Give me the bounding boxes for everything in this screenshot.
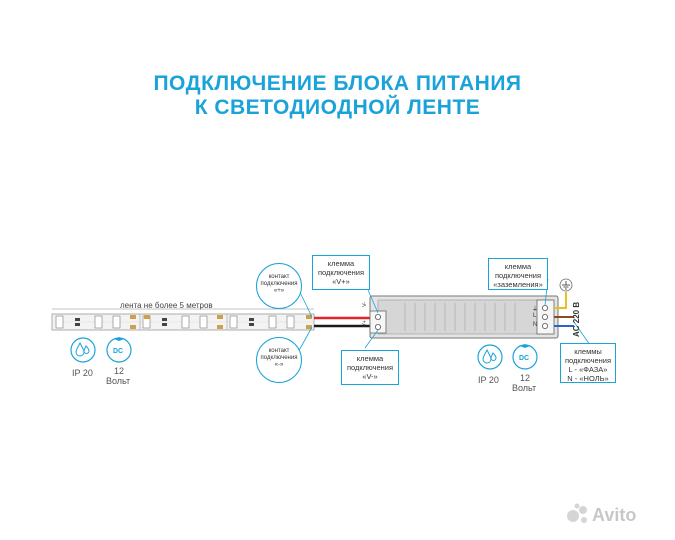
terminal-v-minus-line-2: подключения bbox=[346, 363, 394, 372]
power-supply bbox=[369, 295, 559, 339]
terminal-phase-null-callout: клеммы подключения L - «ФАЗА» N - «НОЛЬ» bbox=[560, 343, 616, 383]
contact-minus-callout: контакт подключения «-» bbox=[256, 337, 302, 383]
psu-dc-label: DC bbox=[519, 355, 530, 362]
psu-terminal-n: N bbox=[533, 322, 538, 328]
avito-logo bbox=[567, 503, 587, 523]
psu-ac-label: AC 220 В bbox=[572, 301, 581, 337]
page-title-line-2: К СВЕТОДИОДНОЙ ЛЕНТЕ bbox=[194, 96, 481, 119]
contact-minus-line-3: «-» bbox=[274, 362, 284, 368]
terminal-ground-line-3: «заземления» bbox=[493, 280, 543, 289]
strip-ip-label: IP 20 bbox=[72, 368, 93, 378]
terminal-v-minus-line-1: клемма bbox=[356, 354, 384, 363]
terminal-v-plus-callout: клемма подключения «V+» bbox=[312, 255, 370, 290]
water-drop-icon bbox=[70, 337, 96, 363]
strip-voltage-unit: Вольт bbox=[106, 376, 131, 386]
terminal-ground-line-2: подключения bbox=[494, 271, 542, 280]
contact-minus-line-2: подключения bbox=[260, 355, 298, 361]
terminal-phase-null-line-4: N - «НОЛЬ» bbox=[567, 374, 609, 383]
psu-terminal-v-plus: V+ bbox=[362, 320, 368, 327]
psu-terminal-ground: ⏚ bbox=[532, 307, 539, 313]
led-strip bbox=[51, 313, 315, 331]
terminal-ground-line-1: клемма bbox=[504, 262, 532, 271]
psu-ip-label: IP 20 bbox=[478, 375, 499, 385]
wire-ground bbox=[554, 292, 567, 309]
contact-plus-line-2: подключения bbox=[260, 281, 298, 287]
psu-terminal-v-minus: V- bbox=[362, 301, 368, 307]
terminal-phase-null-line-2: подключения bbox=[564, 356, 612, 365]
contact-plus-callout: контакт подключения «+» bbox=[256, 263, 302, 309]
psu-dc-badge-icon bbox=[512, 344, 538, 370]
strip-length-label: лента не более 5 метров bbox=[120, 301, 213, 310]
terminal-v-minus-line-3: «V-» bbox=[362, 372, 378, 381]
psu-terminal-l: L bbox=[533, 313, 537, 319]
terminal-v-minus-callout: клемма подключения «V-» bbox=[341, 350, 399, 385]
psu-water-drop-icon bbox=[477, 344, 503, 370]
terminal-v-plus-line-2: подключения bbox=[317, 268, 365, 277]
contact-plus-line-3: «+» bbox=[273, 288, 285, 294]
strip-dc-label: DC bbox=[113, 348, 124, 355]
psu-voltage-value: 12 bbox=[520, 373, 531, 383]
terminal-ground-callout: клемма подключения «заземления» bbox=[488, 258, 548, 290]
terminal-phase-null-line-3: L - «ФАЗА» bbox=[568, 365, 608, 374]
contact-minus-line-1: контакт bbox=[268, 348, 290, 354]
terminal-phase-null-line-1: клеммы bbox=[574, 347, 602, 356]
contact-plus-line-1: контакт bbox=[268, 274, 290, 280]
psu-voltage-unit: Вольт bbox=[512, 383, 537, 393]
terminal-v-plus-line-1: клемма bbox=[327, 259, 355, 268]
watermark-text: Avito bbox=[592, 505, 637, 525]
terminal-v-plus-line-3: «V+» bbox=[332, 277, 350, 286]
strip-voltage-value: 12 bbox=[114, 366, 125, 376]
page-title-line-1: ПОДКЛЮЧЕНИЕ БЛОКА ПИТАНИЯ bbox=[153, 72, 522, 95]
dc-badge-icon bbox=[106, 337, 132, 363]
ground-icon bbox=[559, 278, 573, 292]
